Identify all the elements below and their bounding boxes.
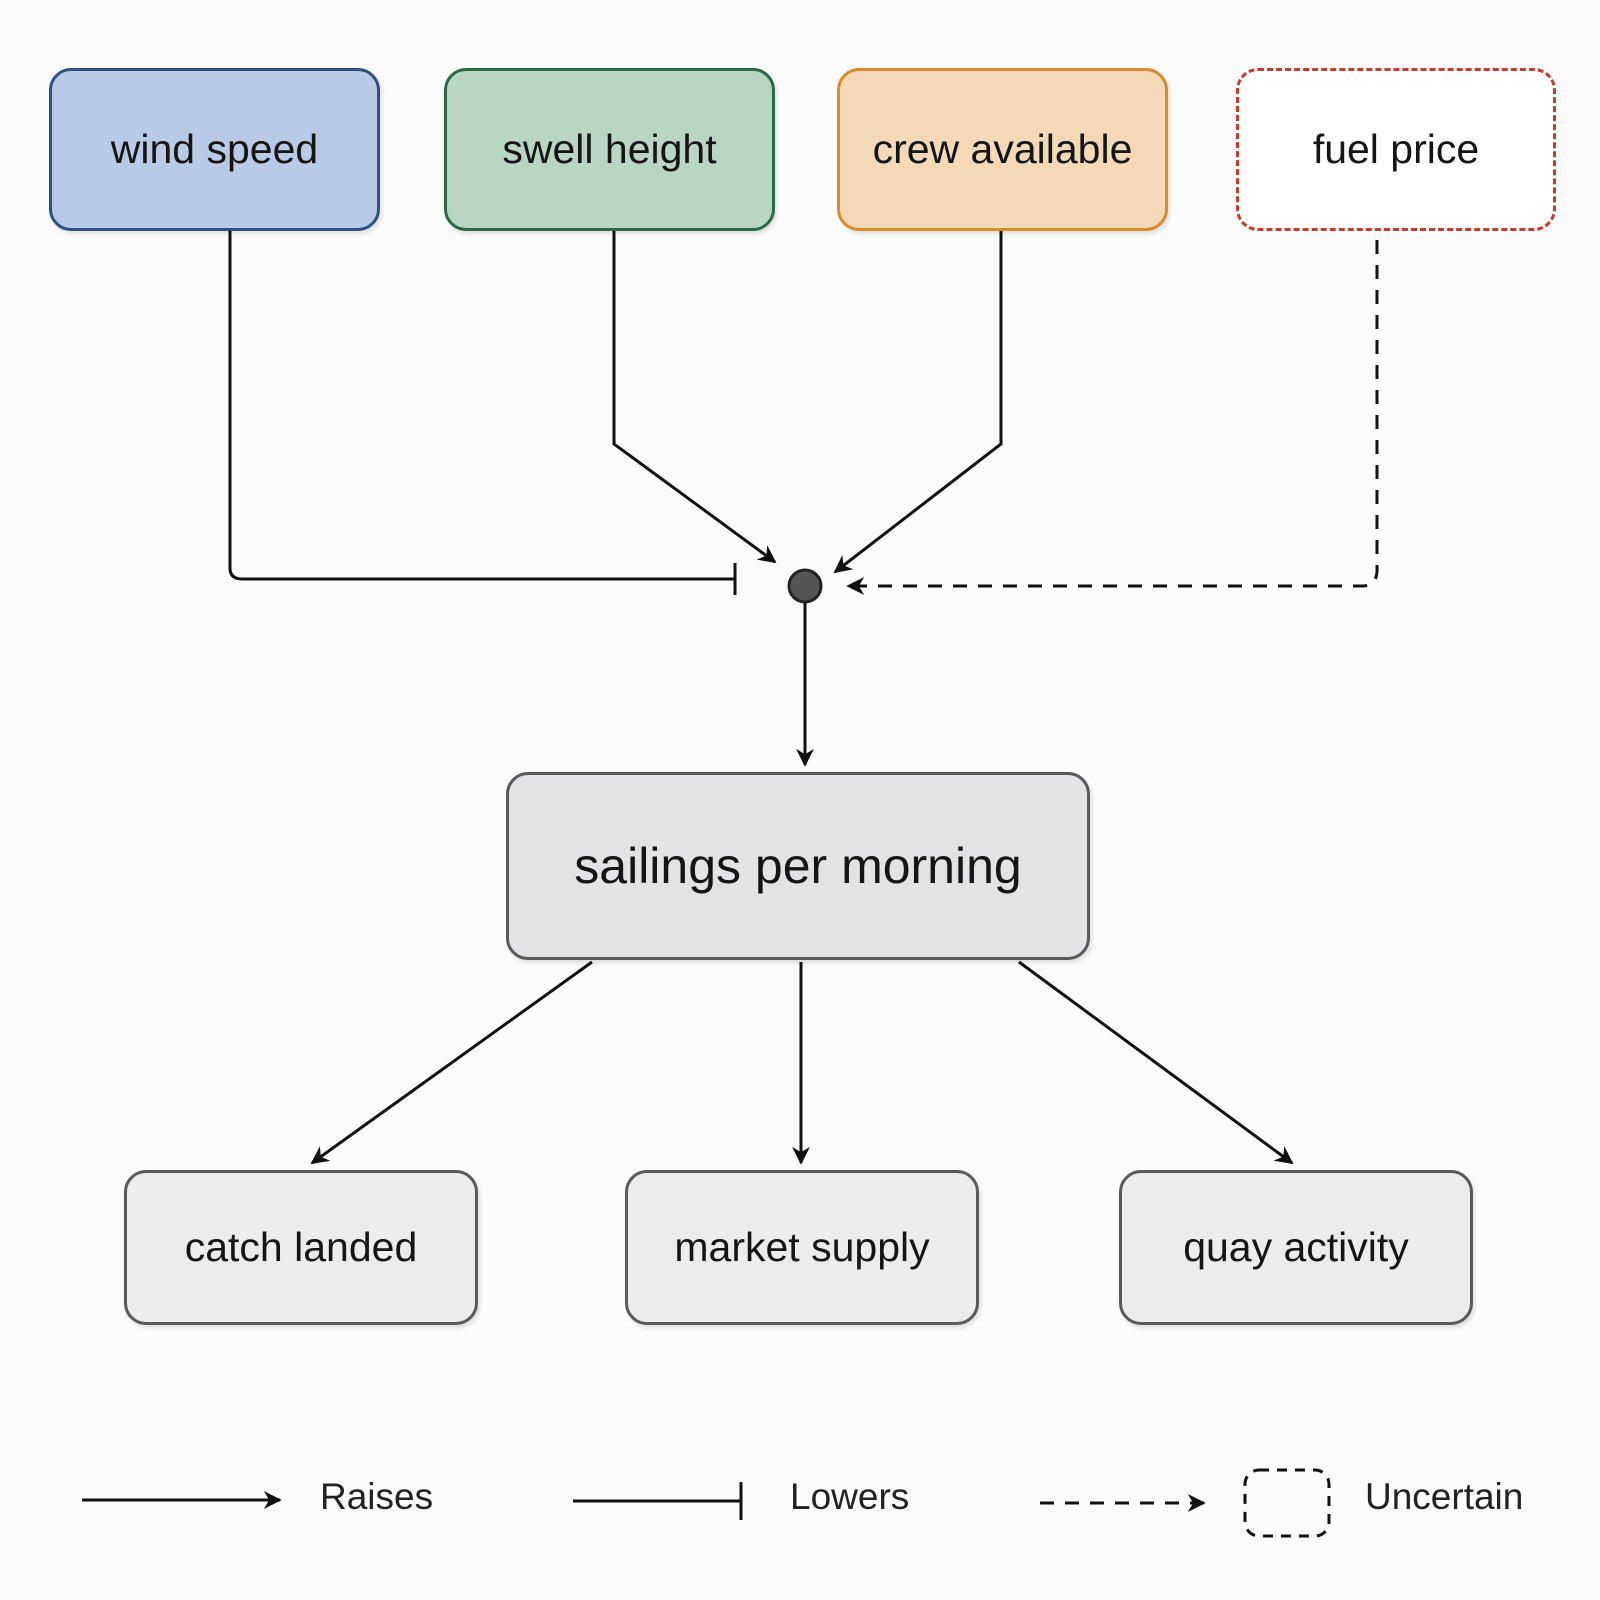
node-fuel-price-label: fuel price xyxy=(1312,126,1480,172)
edge-swell-to-junction xyxy=(612,231,777,564)
node-swell-height: swell height xyxy=(444,68,775,231)
node-quay-activity-label: quay activity xyxy=(1183,1224,1409,1270)
node-crew-available-label: crew available xyxy=(872,126,1133,172)
legend-uncertain-box xyxy=(1243,1468,1331,1538)
node-crew-available: crew available xyxy=(837,68,1168,231)
node-fuel-price: fuel price xyxy=(1236,68,1556,231)
node-market-supply: market supply xyxy=(625,1170,979,1325)
edge-fuel-to-junction xyxy=(846,240,1379,595)
edge-wind-to-junction xyxy=(228,231,734,581)
node-wind-speed-label: wind speed xyxy=(110,126,319,172)
legend-raises-label: Raises xyxy=(320,1476,434,1517)
node-catch-landed: catch landed xyxy=(124,1170,478,1325)
node-catch-landed-label: catch landed xyxy=(184,1224,418,1270)
legend-lowers-label: Lowers xyxy=(790,1476,910,1517)
edge-sailings-to-quay xyxy=(1018,960,1294,1165)
node-market-supply-label: market supply xyxy=(674,1224,930,1270)
node-swell-height-label: swell height xyxy=(502,126,717,172)
edge-sailings-to-catch xyxy=(310,960,593,1165)
node-wind-speed: wind speed xyxy=(49,68,380,231)
node-sailings-per-morning-label: sailings per morning xyxy=(574,838,1022,894)
legend-uncertain-label: Uncertain xyxy=(1365,1476,1524,1517)
junction-node xyxy=(787,568,823,604)
edge-crew-to-junction xyxy=(833,231,1003,574)
node-quay-activity: quay activity xyxy=(1119,1170,1473,1325)
node-sailings-per-morning: sailings per morning xyxy=(506,772,1090,960)
